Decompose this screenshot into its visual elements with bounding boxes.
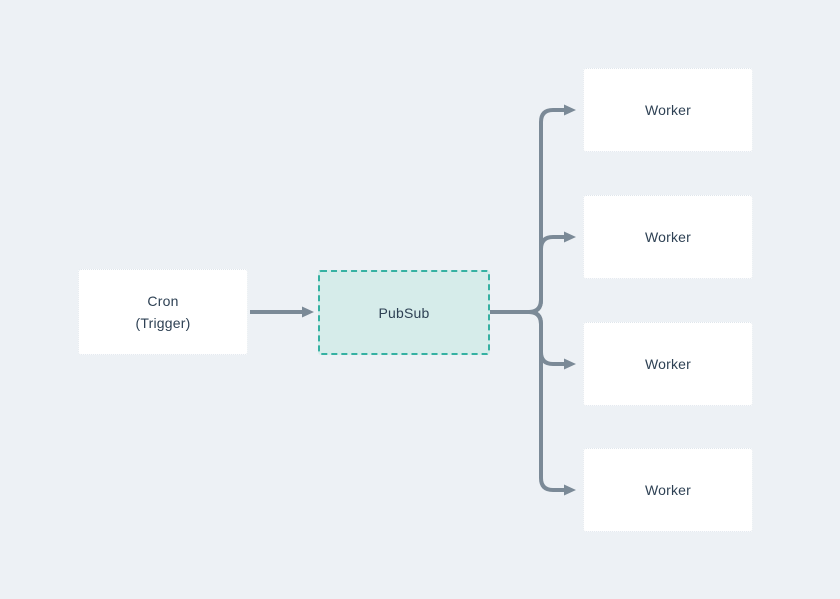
node-cron-trigger: Cron (Trigger) [78,269,248,355]
node-worker-3: Worker [583,322,753,406]
edge-pubsub-to-worker-2 [490,231,576,314]
edge-pubsub-to-worker-3 [490,310,576,370]
edge-pubsub-to-worker-4 [490,310,576,496]
node-worker-1: Worker [583,68,753,152]
edge-pubsub-to-worker-1 [490,104,576,314]
node-worker-4: Worker [583,448,753,532]
node-pubsub: PubSub [318,270,490,355]
node-worker-2: Worker [583,195,753,279]
